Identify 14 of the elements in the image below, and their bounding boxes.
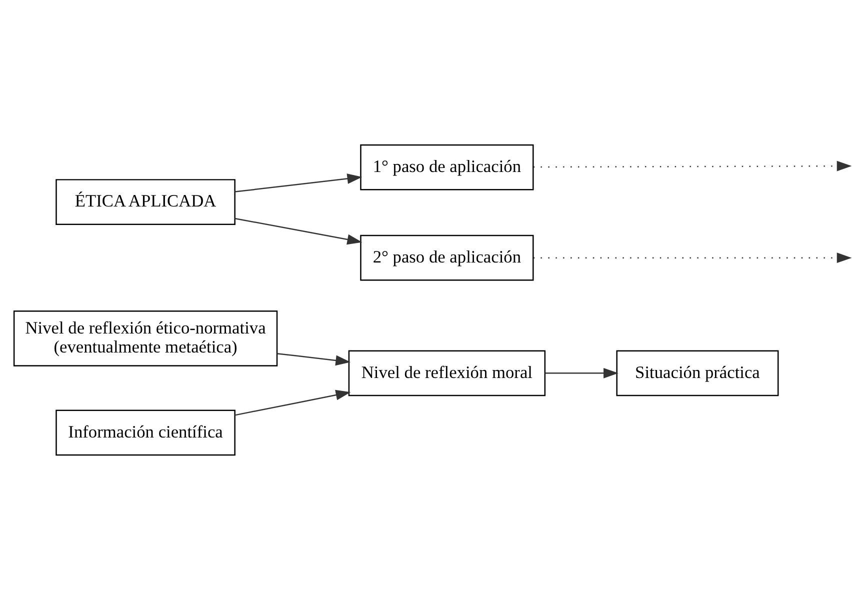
node-box: Información científica: [56, 409, 236, 456]
arrow: [234, 217, 362, 244]
arrow: [533, 252, 852, 263]
node-box: 1° paso de aplicación: [360, 144, 534, 190]
node-box: 2° paso de aplicación: [360, 234, 534, 280]
node-box: Nivel de reflexión ético-normativa (eventualmente metaética): [13, 310, 278, 366]
node-box: ÉTICA APLICADA: [56, 178, 236, 224]
arrow: [533, 160, 852, 171]
arrow: [234, 389, 351, 416]
arrow: [545, 367, 618, 378]
arrow: [276, 352, 351, 366]
arrow: [234, 173, 362, 192]
node-box: Situación práctica: [616, 350, 779, 396]
node-box: Nivel de reflexión moral: [348, 350, 546, 396]
